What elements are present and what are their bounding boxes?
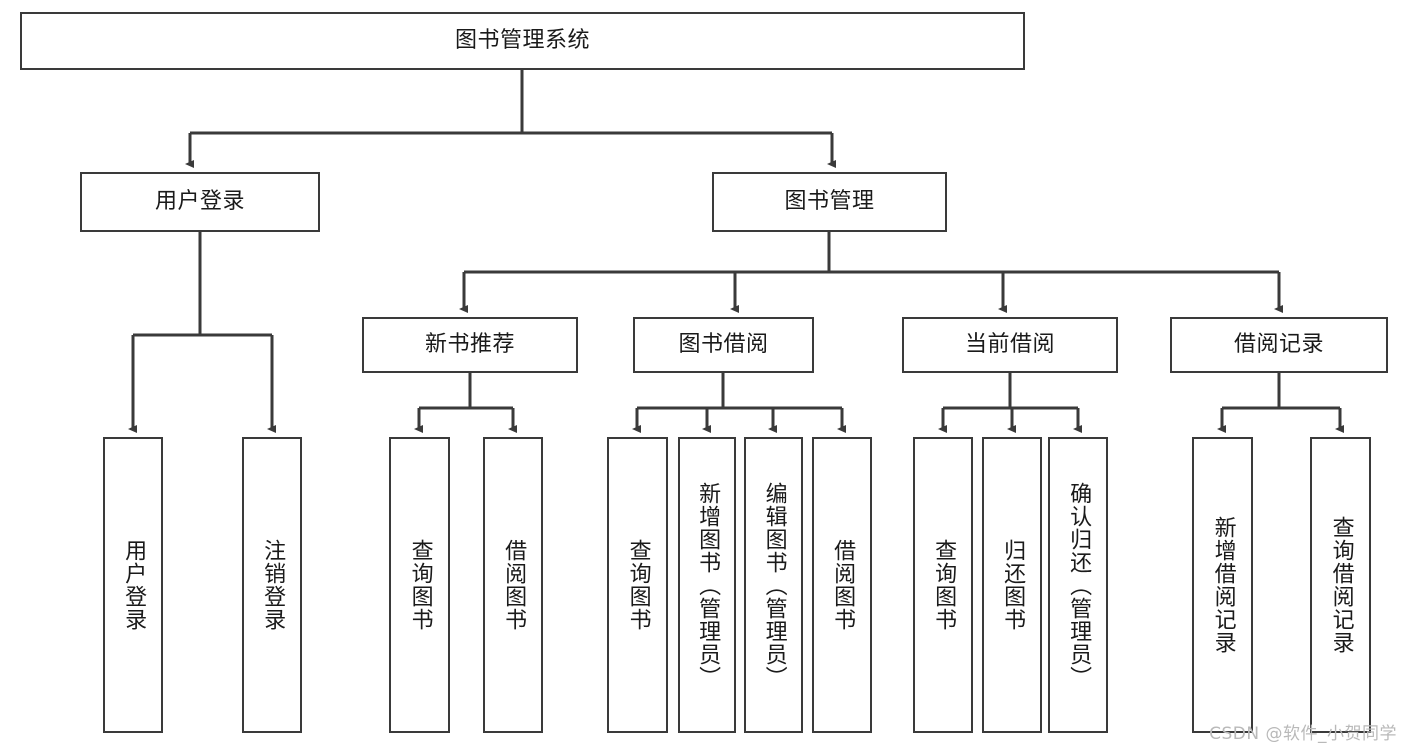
leaf-add-book-admin[interactable]: 新增图书（管理员）	[678, 437, 736, 733]
leaf-confirm-return-admin[interactable]: 确认归还（管理员）	[1048, 437, 1108, 733]
leaf-label: 编辑图书（管理员）	[761, 481, 787, 689]
leaf-label: 查询借阅记录	[1328, 516, 1354, 654]
leaf-label: 用户登录	[121, 539, 147, 631]
leaf-label: 查询图书	[931, 539, 957, 631]
leaf-edit-book-admin[interactable]: 编辑图书（管理员）	[744, 437, 803, 733]
leaf-label: 查询图书	[407, 539, 433, 631]
leaf-user-login[interactable]: 用户登录	[103, 437, 163, 733]
node-root[interactable]: 图书管理系统	[20, 12, 1025, 70]
leaf-query-book-borrow[interactable]: 查询图书	[607, 437, 668, 733]
node-book-borrow[interactable]: 图书借阅	[633, 317, 814, 373]
leaf-label: 借阅图书	[501, 539, 527, 631]
leaf-label: 确认归还（管理员）	[1066, 481, 1092, 689]
leaf-label: 新增图书（管理员）	[695, 481, 721, 689]
watermark: CSDN @软件_小贺同学	[1209, 724, 1397, 744]
leaf-label: 新增借阅记录	[1210, 516, 1236, 654]
node-new-book-recommend[interactable]: 新书推荐	[362, 317, 578, 373]
leaf-return-book[interactable]: 归还图书	[982, 437, 1042, 733]
leaf-label: 归还图书	[1000, 539, 1026, 631]
leaf-borrow-book-recommend[interactable]: 借阅图书	[483, 437, 543, 733]
leaf-borrow-book[interactable]: 借阅图书	[812, 437, 872, 733]
leaf-query-book-current[interactable]: 查询图书	[913, 437, 973, 733]
node-user-login[interactable]: 用户登录	[80, 172, 320, 232]
leaf-logout[interactable]: 注销登录	[242, 437, 302, 733]
leaf-query-borrow-record[interactable]: 查询借阅记录	[1310, 437, 1371, 733]
node-book-management[interactable]: 图书管理	[712, 172, 947, 232]
node-current-borrow[interactable]: 当前借阅	[902, 317, 1118, 373]
leaf-query-book-recommend[interactable]: 查询图书	[389, 437, 450, 733]
leaf-add-borrow-record[interactable]: 新增借阅记录	[1192, 437, 1253, 733]
leaf-label: 查询图书	[625, 539, 651, 631]
node-borrow-records[interactable]: 借阅记录	[1170, 317, 1388, 373]
leaf-label: 借阅图书	[830, 539, 856, 631]
leaf-label: 注销登录	[260, 539, 286, 631]
